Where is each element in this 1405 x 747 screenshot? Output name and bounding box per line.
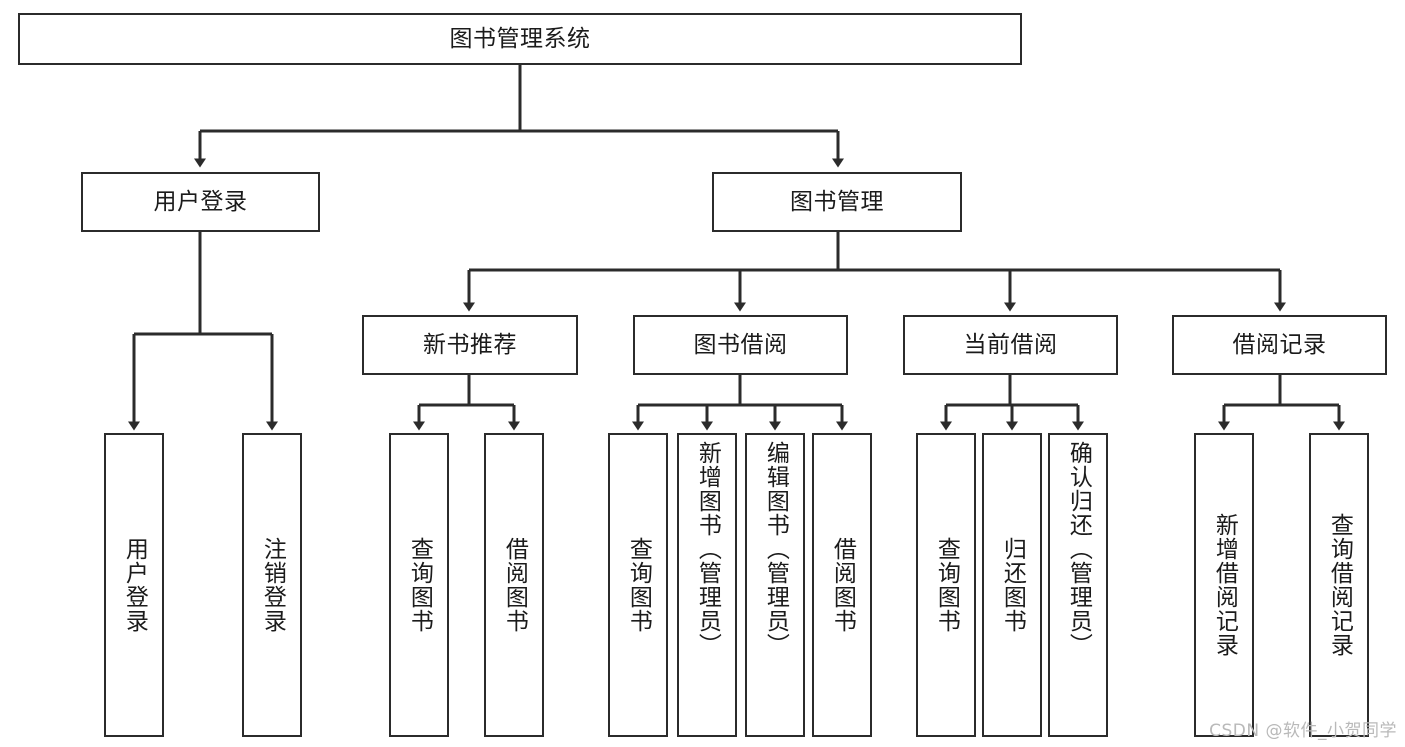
leaf-record-query-record-label: 查询借阅记录 (1326, 513, 1353, 657)
node-current-borrow[interactable]: 当前借阅 (903, 315, 1118, 375)
leaf-borrow-edit-book-label: 编辑图书（管理员） (762, 441, 789, 657)
leaf-current-confirm-return[interactable]: 确认归还（管理员） (1048, 433, 1108, 737)
leaf-current-confirm-return-label: 确认归还（管理员） (1065, 441, 1092, 657)
leaf-recommend-borrow-book-label: 借阅图书 (501, 537, 528, 633)
leaf-user-login-logout-label: 注销登录 (259, 537, 286, 633)
leaf-user-login-logout[interactable]: 注销登录 (242, 433, 302, 737)
node-borrow-record[interactable]: 借阅记录 (1172, 315, 1387, 375)
watermark-text: CSDN @软件_小贺同学 (1209, 721, 1397, 741)
leaf-current-query-book-label: 查询图书 (933, 537, 960, 633)
leaf-recommend-query-book-label: 查询图书 (406, 537, 433, 633)
leaf-current-return-book-label: 归还图书 (999, 537, 1026, 633)
node-new-book-recommend[interactable]: 新书推荐 (362, 315, 578, 375)
leaf-borrow-query-book-label: 查询图书 (625, 537, 652, 633)
node-root-label: 图书管理系统 (449, 25, 591, 52)
node-user-login-label: 用户登录 (153, 188, 248, 215)
leaf-record-add-record[interactable]: 新增借阅记录 (1194, 433, 1254, 737)
node-current-borrow-label: 当前借阅 (963, 331, 1058, 358)
node-user-login[interactable]: 用户登录 (81, 172, 320, 232)
leaf-user-login-login-label: 用户登录 (121, 537, 148, 633)
leaf-record-query-record[interactable]: 查询借阅记录 (1309, 433, 1369, 737)
leaf-recommend-borrow-book[interactable]: 借阅图书 (484, 433, 544, 737)
leaf-borrow-edit-book[interactable]: 编辑图书（管理员） (745, 433, 805, 737)
leaf-record-add-record-label: 新增借阅记录 (1211, 513, 1238, 657)
leaf-current-return-book[interactable]: 归还图书 (982, 433, 1042, 737)
node-borrow-record-label: 借阅记录 (1232, 331, 1327, 358)
node-book-management-label: 图书管理 (790, 188, 884, 215)
leaf-user-login-login[interactable]: 用户登录 (104, 433, 164, 737)
node-root[interactable]: 图书管理系统 (18, 13, 1022, 65)
leaf-borrow-borrow-book-label: 借阅图书 (829, 537, 856, 633)
leaf-current-query-book[interactable]: 查询图书 (916, 433, 976, 737)
node-new-book-recommend-label: 新书推荐 (423, 331, 517, 358)
leaf-borrow-query-book[interactable]: 查询图书 (608, 433, 668, 737)
leaf-recommend-query-book[interactable]: 查询图书 (389, 433, 449, 737)
leaf-borrow-add-book[interactable]: 新增图书（管理员） (677, 433, 737, 737)
node-book-management[interactable]: 图书管理 (712, 172, 962, 232)
node-book-borrow-label: 图书借阅 (693, 331, 788, 358)
leaf-borrow-borrow-book[interactable]: 借阅图书 (812, 433, 872, 737)
node-book-borrow[interactable]: 图书借阅 (633, 315, 848, 375)
leaf-borrow-add-book-label: 新增图书（管理员） (694, 441, 721, 657)
